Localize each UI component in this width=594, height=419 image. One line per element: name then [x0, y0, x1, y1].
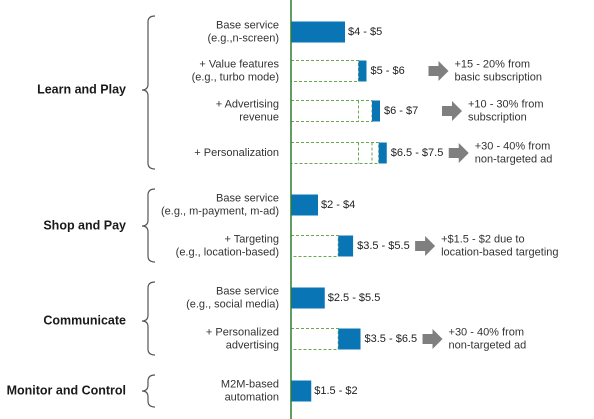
increment-bar [358, 60, 367, 82]
increment-bar [338, 235, 354, 257]
arrow-icon [442, 101, 462, 121]
base-bar [291, 380, 312, 402]
row-label: Base service [216, 285, 279, 297]
row-label: advertising [226, 339, 279, 351]
row-label: (e.g., location-based) [176, 246, 279, 258]
row-label: automation [225, 391, 279, 403]
row-label: (e.g., social media) [186, 298, 279, 310]
group-label: Monitor and Control [7, 383, 126, 397]
annotation-text: non-targeted ad [449, 339, 527, 351]
base-bar [291, 194, 318, 216]
value-label: $4 - $5 [348, 26, 382, 38]
row-label: (e.g., turbo mode) [192, 71, 279, 83]
annotation-text: +$1.5 - $2 due to [441, 233, 524, 245]
increment-bar [378, 142, 387, 164]
value-label: $3.5 - $5.5 [357, 240, 410, 252]
value-label: $2 - $4 [321, 199, 355, 211]
annotation-text: +30 - 40% from [449, 326, 525, 338]
arrow-icon [422, 329, 443, 349]
group-label: Shop and Pay [43, 218, 126, 232]
value-label: $6.5 - $7.5 [391, 147, 444, 159]
annotation-text: +15 - 20% from [455, 58, 531, 70]
group-brace [141, 188, 156, 263]
row-label: M2M-based [221, 378, 279, 390]
value-label: $3.5 - $6.5 [365, 333, 418, 345]
annotation-text: subscription [468, 111, 527, 123]
row-label: + Advertising [216, 98, 279, 110]
row-label: + Personalization [194, 147, 279, 159]
increment-bar [338, 328, 361, 350]
group-brace [141, 15, 156, 170]
row-label: Base service [216, 192, 279, 204]
row-label: Base service [216, 19, 279, 31]
annotation-text: non-targeted ad [475, 153, 553, 165]
previous-level-box [290, 235, 339, 257]
row-label: (e.g., m-payment, m-ad) [161, 205, 279, 217]
annotation-text: location-based targeting [441, 246, 558, 258]
row-label: revenue [239, 111, 279, 123]
group-brace [141, 281, 156, 356]
arrow-icon [415, 236, 436, 256]
base-bar [291, 287, 325, 309]
previous-level-box [290, 60, 359, 82]
base-bar [291, 21, 345, 43]
value-label: $2.5 - $5.5 [328, 292, 381, 304]
value-label: $1.5 - $2 [314, 385, 357, 397]
row-label: + Personalized [206, 326, 279, 338]
annotation-text: +30 - 40% from [475, 140, 551, 152]
row-label: + Targeting [224, 233, 279, 245]
group-brace [141, 374, 156, 408]
annotation-text: +10 - 30% from [468, 98, 544, 110]
increment-bar [372, 100, 380, 122]
arrow-icon [428, 61, 449, 81]
previous-level-box [290, 100, 373, 122]
previous-level-box [290, 142, 380, 164]
row-label: + Value features [199, 58, 279, 70]
previous-level-box [290, 328, 339, 350]
value-label: $6 - $7 [384, 105, 418, 117]
row-label: (e.g.,n-screen) [207, 32, 279, 44]
value-label: $5 - $6 [371, 65, 405, 77]
annotation-text: basic subscription [455, 71, 542, 83]
group-label: Communicate [43, 313, 126, 327]
arrow-icon [448, 143, 469, 163]
group-label: Learn and Play [37, 82, 126, 96]
